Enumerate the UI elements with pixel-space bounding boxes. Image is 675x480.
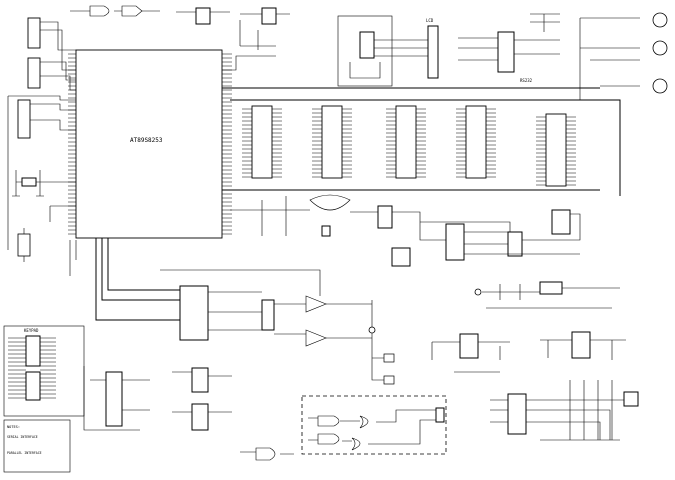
keypad-rows (8, 337, 56, 399)
keypad-label: KEYPAD (24, 328, 39, 333)
notes-line-1: SERIAL INTERFACE (7, 435, 38, 439)
analog-section (160, 269, 376, 347)
output-terminals (371, 346, 395, 385)
reset-switch (17, 228, 31, 262)
db-connectors (652, 12, 668, 94)
memory-bus (222, 87, 621, 196)
mcu-right-pins (222, 53, 232, 235)
notes-box: NOTES: SERIAL INTERFACE PARALLEL INTERFA… (3, 419, 71, 473)
serial-interface: RS232 (458, 13, 640, 100)
left-header-wires (7, 21, 76, 250)
logic-gates-top (70, 5, 290, 25)
notes-title: NOTES: (7, 425, 20, 429)
mcu-left-pins (68, 53, 76, 235)
regulator-chips (431, 331, 626, 373)
memory-chip (395, 105, 417, 179)
lcd-label: LCD (426, 18, 434, 23)
bottom-gate (240, 447, 294, 461)
power-supervisor (222, 20, 276, 71)
memory-chip (465, 105, 487, 179)
output-driver-bank (490, 380, 639, 441)
mcu-chip: AT89S8253 (75, 49, 223, 239)
power-supply (474, 281, 620, 309)
memory-chip (251, 105, 273, 179)
keypad-area: KEYPAD (3, 325, 85, 417)
memory-chip (545, 113, 567, 187)
dashed-logic-box (301, 395, 447, 455)
notes-line-2: PARALLEL INTERFACE (7, 451, 42, 455)
crystal-circuit (12, 170, 76, 222)
memory-chip (321, 105, 343, 179)
mcu-part-label: AT89S8253 (130, 137, 163, 144)
memory-bank (242, 105, 576, 187)
oscillator-block (230, 194, 351, 237)
left-header-top (17, 17, 41, 139)
driver-chips-mid (350, 205, 581, 267)
bottom-chips (83, 366, 232, 431)
left-bus (69, 238, 180, 321)
lcd-interface: LCD (337, 15, 439, 87)
serial-label: RS232 (520, 78, 533, 83)
